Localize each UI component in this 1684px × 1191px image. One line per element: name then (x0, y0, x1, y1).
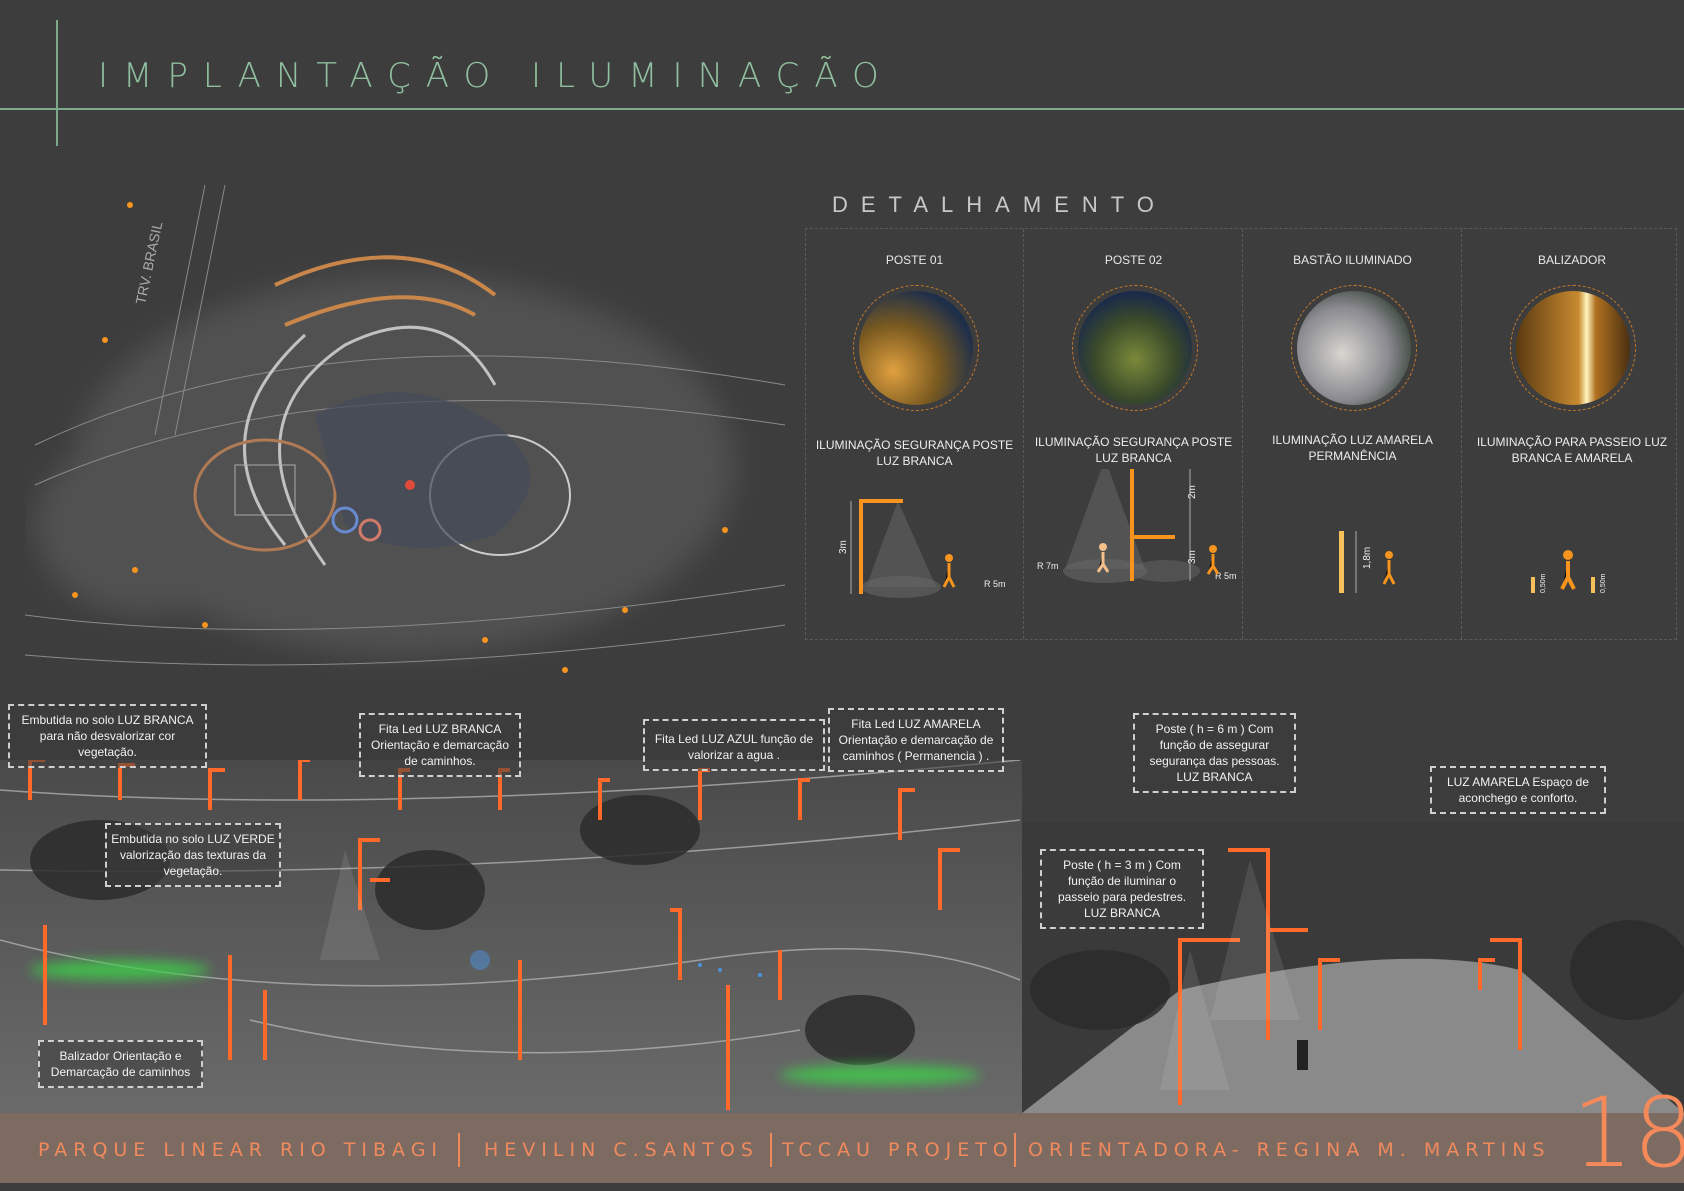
callout-luz-amarela: LUZ AMARELA Espaço de aconchego e confor… (1430, 766, 1606, 814)
detail-name: BALIZADOR (1537, 253, 1606, 267)
dim-height: 0,50m (1600, 573, 1607, 593)
callout-poste-3m: Poste ( h = 3 m ) Com função de iluminar… (1040, 849, 1204, 929)
footer-divider (458, 1133, 460, 1167)
street-label: TRV. BRASIL (132, 220, 165, 306)
dim-height: 1,8m (1362, 547, 1373, 569)
footer-divider (1014, 1133, 1016, 1167)
detail-description: ILUMINAÇÃO LUZ AMARELA PERMANÊNCIA (1272, 433, 1433, 463)
title-vertical-rule (56, 20, 58, 146)
perspective-rendering (0, 760, 1684, 1113)
callout-balizador: Balizador Orientação e Demarcação de cam… (38, 1040, 203, 1088)
dim-upper: 2m (1187, 485, 1198, 499)
detail-description: ILUMINAÇÃO SEGURANÇA POSTE LUZ BRANCA (815, 438, 1014, 468)
footer-advisor: ORIENTADORA- REGINA M. MARTINS (1028, 1139, 1551, 1161)
detail-name: POSTE 01 (885, 253, 944, 267)
footer-author: HEVILIN C.SANTOS (484, 1139, 759, 1161)
detail-name: POSTE 02 (1104, 253, 1163, 267)
detail-poste-02: POSTE 02 ILUMINAÇÃO SEGURANÇA POSTE LUZ … (1025, 229, 1243, 639)
detail-panel: POSTE 01 ILUMINAÇÃO SEGURANÇA POSTE LUZ … (805, 228, 1677, 640)
dim-radius: R 5m (984, 579, 1006, 589)
dim-height: 3m (838, 540, 849, 554)
callout-embutida-branca: Embutida no solo LUZ BRANCA para não des… (8, 704, 207, 768)
page-number: 18 (1572, 1077, 1684, 1189)
poste-02-diagram: 2m 3m R 7m R 5m (1037, 469, 1237, 583)
detail-poste-01: POSTE 01 ILUMINAÇÃO SEGURANÇA POSTE LUZ … (806, 229, 1024, 639)
detail-description: ILUMINAÇÃO SEGURANÇA POSTE LUZ BRANCA (1034, 435, 1233, 465)
footer-course: TCCAU PROJETO (782, 1139, 1014, 1161)
detail-bastao: BASTÃO ILUMINADO ILUMINAÇÃO LUZ AMARELA … (1244, 229, 1462, 639)
detail-name: BASTÃO ILUMINADO (1293, 253, 1412, 267)
poste-01-diagram: 3m R 5m (838, 499, 1006, 598)
footer-project: PARQUE LINEAR RIO TIBAGI (38, 1139, 444, 1161)
page-title: IMPLANTAÇÃO ILUMINAÇÃO (98, 56, 894, 96)
callout-fita-led-azul: Fita Led LUZ AZUL função de valorizar a … (643, 719, 825, 771)
balizador-photo (1510, 285, 1636, 411)
callout-poste-6m: Poste ( h = 6 m ) Com função de assegura… (1133, 713, 1296, 793)
balizador-diagram: 0,50m 0,50m (1531, 550, 1607, 593)
poste-02-photo (1072, 285, 1198, 411)
footer-divider (770, 1133, 772, 1167)
detail-balizador: BALIZADOR ILUMINAÇÃO PARA PASSEIO LUZ BR… (1463, 229, 1681, 639)
dim-radius-5: R 5m (1215, 571, 1237, 581)
dim-radius-7: R 7m (1037, 561, 1059, 571)
detail-title: DETALHAMENTO (832, 192, 1167, 217)
poste-01-photo (853, 285, 979, 411)
dim-height: 0,50m (1540, 573, 1547, 593)
bastao-photo (1291, 285, 1417, 411)
detail-description: ILUMINAÇÃO PARA PASSEIO LUZ BRANCA E AMA… (1476, 435, 1668, 465)
dim-lower: 3m (1187, 550, 1198, 564)
callout-embutida-verde: Embutida no solo LUZ VERDE valorização d… (105, 823, 281, 887)
site-plan: TRV. BRASIL (25, 185, 785, 673)
title-rule (0, 108, 1684, 110)
callout-fita-led-amarela: Fita Led LUZ AMARELA Orientação e demarc… (828, 708, 1004, 772)
bastao-diagram: 1,8m (1339, 531, 1396, 593)
footer-band: PARQUE LINEAR RIO TIBAGI HEVILIN C.SANTO… (0, 1113, 1684, 1183)
callout-fita-led-branca: Fita Led LUZ BRANCA Orientação e demarca… (359, 713, 521, 777)
